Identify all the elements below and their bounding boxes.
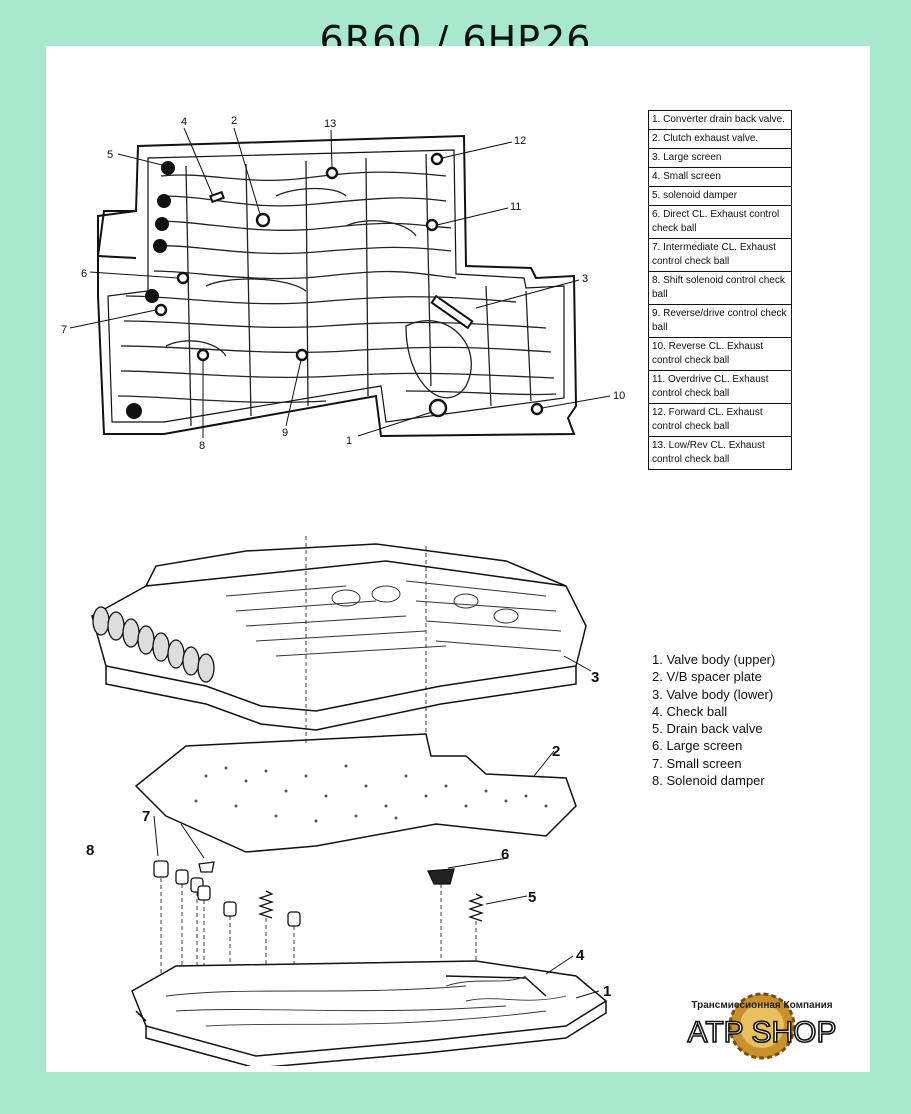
gear-icon [728,992,796,1060]
callout-9: 9 [282,427,288,439]
table-row: 12. Forward CL. Exhaust control check ba… [648,403,792,437]
exploded-callout-6: 6 [501,846,509,863]
table-row: 2. Clutch exhaust valve. [648,129,792,149]
table-row: 10. Reverse CL. Exhaust control check ba… [648,337,792,371]
atp-shop-logo: Трансмиссионная Компания ATP SHOP [687,992,837,1060]
table-row: 7. Intermediate CL. Exhaust control chec… [648,238,792,272]
table-row: 13. Low/Rev CL. Exhaust control check ba… [648,436,792,470]
valve-body-upper [131,960,608,1066]
callout-3: 3 [582,273,588,285]
valve-body-plan-diagram: 5 4 2 13 12 11 6 7 3 8 9 1 10 [61,115,625,452]
large-screen-part [427,868,455,885]
table-row: 5. solenoid damper [648,186,792,206]
valve-body-outline [97,134,578,438]
callout-4: 4 [181,116,187,128]
exploded-callout-8: 8 [86,842,94,859]
legend-cell: 8. Shift solenoid control check ball [648,271,792,305]
legend-cell: 4. Small screen [648,167,792,187]
list-item: 8. Solenoid damper [652,773,765,789]
list-item: 5. Drain back valve [652,721,763,737]
legend-cell: 13. Low/Rev CL. Exhaust control check ba… [648,436,792,470]
legend-cell: 12. Forward CL. Exhaust control check ba… [648,403,792,437]
callout-12: 12 [514,135,526,147]
exploded-callout-2: 2 [552,743,560,760]
callout-8: 8 [199,440,205,452]
spacer-plate [134,733,577,853]
legend-cell: 1. Converter drain back valve. [648,110,792,130]
small-screen-part [198,861,215,873]
exploded-view-diagram: 3 2 7 8 6 5 4 1 [86,536,611,1066]
legend-cell: 2. Clutch exhaust valve. [648,129,792,149]
brand-name: ATP SHOP [688,1016,837,1049]
callout-6: 6 [81,268,87,280]
table-row: 11. Overdrive CL. Exhaust control check … [648,370,792,404]
callout-2: 2 [231,115,237,127]
legend-cell: 10. Reverse CL. Exhaust control check ba… [648,337,792,371]
exploded-callout-1: 1 [603,983,611,1000]
table-row: 8. Shift solenoid control check ball [648,271,792,305]
callout-1: 1 [346,435,352,447]
callout-10: 10 [613,390,625,402]
legend-table: 1. Converter drain back valve. 2. Clutch… [648,110,792,470]
callout-11: 11 [510,201,521,213]
solenoid-damper-part [153,860,169,878]
table-row: 9. Reverse/drive control check ball [648,304,792,338]
legend-cell: 5. solenoid damper [648,186,792,206]
list-item: 6. Large screen [652,738,743,754]
exploded-callout-3: 3 [591,669,599,686]
diagram-sheet: 5 4 2 13 12 11 6 7 3 8 9 1 10 1. Convert… [46,46,870,1072]
table-row: 1. Converter drain back valve. [648,110,792,130]
parts-list: 1. Valve body (upper) 2. V/B spacer plat… [652,651,775,789]
callout-13: 13 [324,118,336,130]
table-row: 4. Small screen [648,167,792,187]
table-row: 6. Direct CL. Exhaust control check ball [648,205,792,239]
list-item: 4. Check ball [652,703,728,719]
legend-cell: 6. Direct CL. Exhaust control check ball [648,205,792,239]
exploded-callout-7: 7 [142,808,150,825]
exploded-callout-4: 4 [576,947,585,964]
list-item: 1. Valve body (upper) [652,652,776,667]
legend-cell: 7. Intermediate CL. Exhaust control chec… [648,238,792,272]
legend-cell: 9. Reverse/drive control check ball [648,304,792,338]
callout-5: 5 [107,149,113,161]
table-row: 3. Large screen [648,148,792,168]
legend-cell: 3. Large screen [648,148,792,168]
list-item: 3. Valve body (lower) [652,686,774,702]
exploded-callout-5: 5 [528,889,536,906]
legend-cell: 11. Overdrive CL. Exhaust control check … [648,370,792,404]
brand-tagline: Трансмиссионная Компания [691,1000,832,1011]
list-item: 7. Small screen [652,755,742,771]
valve-body-left-tab [96,210,137,259]
list-item: 2. V/B spacer plate [652,669,762,685]
drain-back-spring [257,890,275,919]
callout-7: 7 [61,324,67,336]
